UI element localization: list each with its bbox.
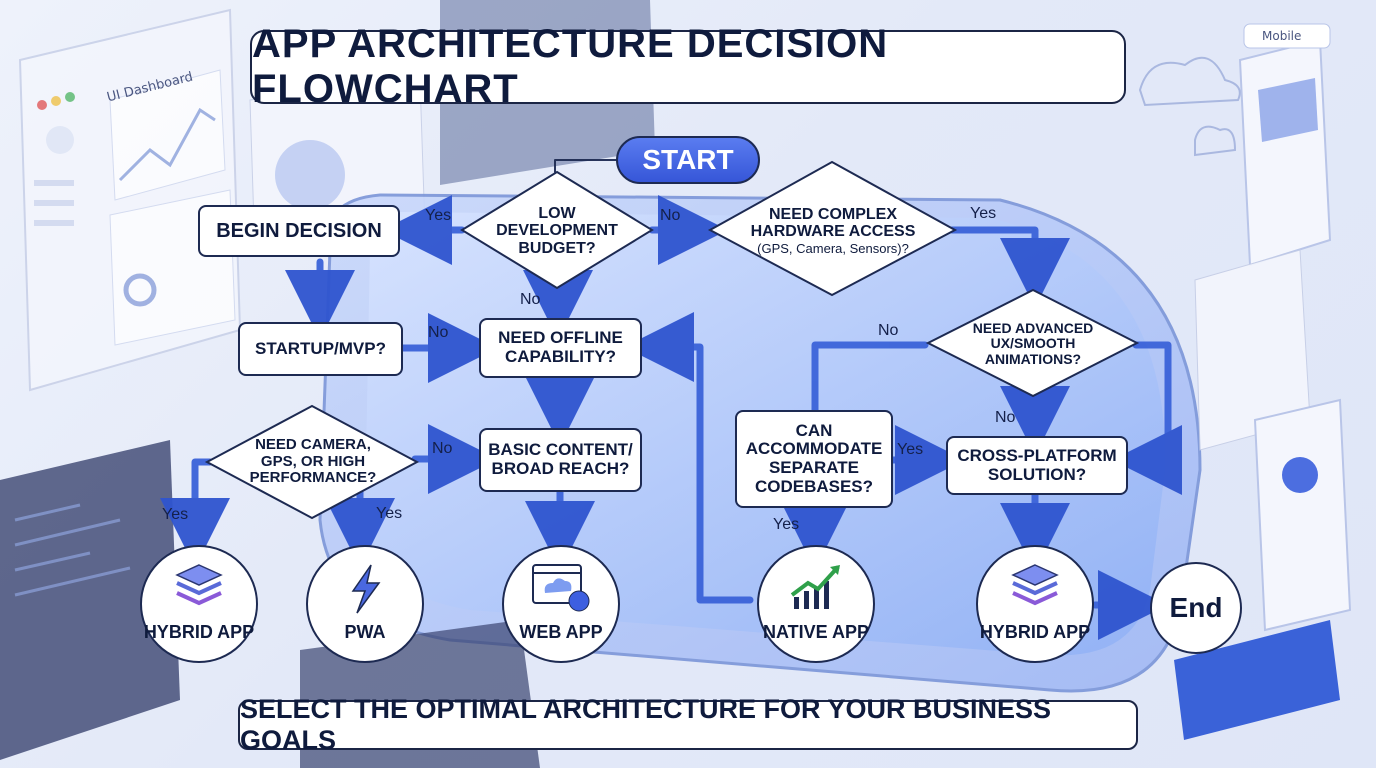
outcome-label: WEB APP [519,622,603,643]
outcome-label: NATIVE APP [762,622,869,643]
decision-advanced-ux-shape [925,288,1140,398]
edge-label-yes: Yes [162,506,189,523]
decision-low-budget-text: LOW DEVELOPMENT BUDGET? [496,204,618,257]
decision-hardware-text: NEED COMPLEX HARDWARE ACCESS (GPS, Camer… [738,200,928,262]
decision-camera-gps-text: NEED CAMERA, GPS, OR HIGH PERFORMANCE? [249,436,377,487]
outcome-label: HYBRID APP [979,622,1091,643]
outcome-hybrid-app-left: HYBRID APP [140,545,258,663]
edge-label-yes: Yes [425,207,452,224]
edge-label-no: No [878,322,899,339]
outcome-web-app: WEB APP [502,545,620,663]
footer-banner: SELECT THE OPTIMAL ARCHITECTURE FOR YOUR… [238,694,1138,755]
end-node: End [1150,562,1242,654]
outcome-label: HYBRID APP [143,622,255,643]
edge-label-yes: Yes [970,205,997,222]
growth-chart-icon [759,561,873,611]
decision-hardware-shape [707,160,958,297]
edge-label-no: No [432,440,453,457]
page-title: APP ARCHITECTURE DECISION FLOWCHART [250,22,1126,111]
start-node: START [616,136,760,184]
stacked-layers-icon [142,561,256,611]
outcome-hybrid-app-right: HYBRID APP [976,545,1094,663]
basic-content-box: BASIC CONTENT/ BROAD REACH? [479,428,642,492]
startup-mvp-box: STARTUP/MVP? [238,322,403,376]
offline-capability-box: NEED OFFLINE CAPABILITY? [479,318,642,378]
begin-decision-box: BEGIN DECISION [198,205,400,257]
outcome-label: PWA [344,622,386,643]
decision-camera-gps-shape [204,404,420,520]
edge-label-no: No [995,409,1016,426]
edge-label-yes: Yes [773,516,800,533]
edge-label-no: No [660,207,681,224]
edge-label-no: No [428,324,449,341]
edge-label-no: No [520,291,541,308]
outcome-pwa: PWA [306,545,424,663]
hardware-access-sub: (GPS, Camera, Sensors)? [757,240,909,256]
decision-advanced-ux-text: NEED ADVANCED UX/SMOOTH ANIMATIONS? [972,319,1094,367]
bg-mobile-label: Mobile [1262,29,1302,43]
edge-label-yes: Yes [897,441,924,458]
edge-label-yes: Yes [376,505,403,522]
outcome-native-app: NATIVE APP [757,545,875,663]
decision-low-budget-shape [460,170,654,290]
browser-globe-icon [504,561,618,612]
stacked-layers-icon [978,561,1092,611]
cross-platform-box: CROSS-PLATFORM SOLUTION? [946,436,1128,495]
separate-codebases-box: CAN ACCOMMODATE SEPARATE CODEBASES? [735,410,893,508]
lightning-bolt-icon [308,561,422,614]
hardware-access-label: NEED COMPLEX HARDWARE ACCESS [750,205,916,241]
